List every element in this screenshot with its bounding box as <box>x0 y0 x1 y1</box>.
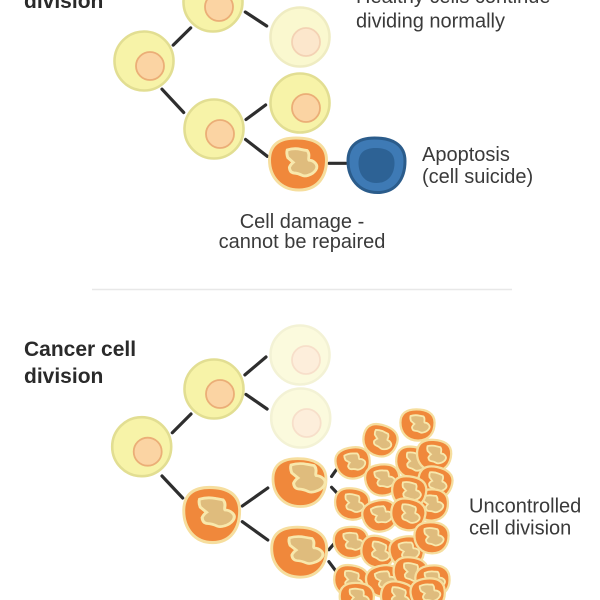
svg-text:Cancer cell: Cancer cell <box>24 338 136 361</box>
svg-text:Apoptosis: Apoptosis <box>422 144 510 166</box>
svg-text:cell division: cell division <box>469 518 571 540</box>
svg-text:division: division <box>24 0 103 13</box>
svg-text:Cell damage -: Cell damage - <box>240 211 365 233</box>
svg-text:division: division <box>24 365 103 388</box>
svg-text:cannot be repaired: cannot be repaired <box>219 231 386 253</box>
svg-text:dividing normally: dividing normally <box>356 11 505 33</box>
svg-text:(cell suicide): (cell suicide) <box>422 166 533 188</box>
svg-text:Uncontrolled: Uncontrolled <box>469 496 581 518</box>
